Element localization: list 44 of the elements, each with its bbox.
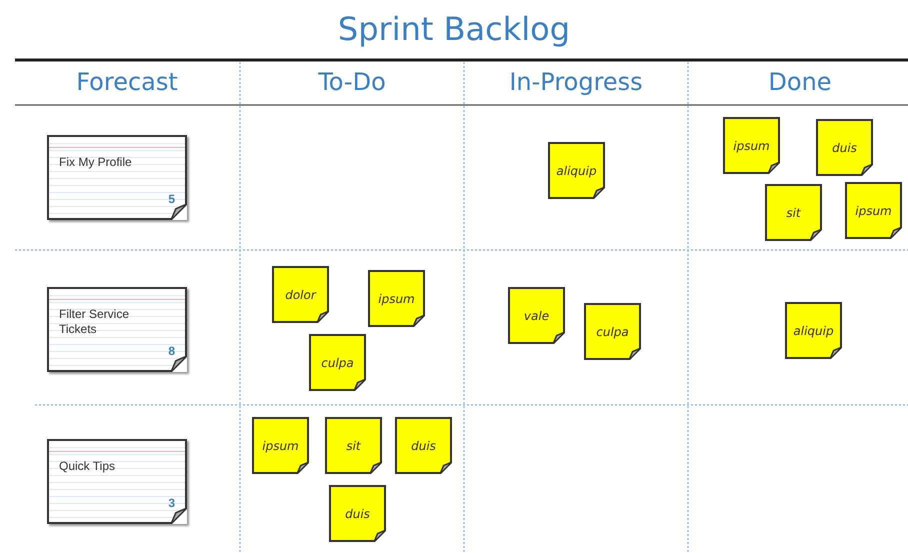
sticky-note: [252, 417, 309, 474]
story-title: Filter Service Tickets: [59, 307, 130, 337]
task-text: ipsum: [378, 292, 415, 306]
story-title: Quick Tips: [59, 459, 116, 474]
sticky-note: [548, 142, 605, 199]
sticky-note: [309, 334, 366, 391]
sticky-note: [816, 119, 873, 176]
task-text: duis: [411, 438, 436, 452]
story-points: 8: [168, 344, 175, 358]
task-text: duis: [832, 140, 857, 154]
sticky-note: [325, 417, 382, 474]
sticky-note: [329, 485, 386, 542]
task-text: aliquip: [793, 324, 834, 338]
sticky-note: [395, 417, 452, 474]
sticky-note: [584, 303, 641, 360]
story-points: 3: [168, 496, 175, 510]
task-text: ipsum: [733, 138, 770, 152]
sticky-note: [368, 270, 425, 327]
sticky-note: [272, 266, 329, 323]
task-text: culpa: [321, 356, 354, 370]
story-card: [47, 287, 187, 372]
story-title: Fix My Profile: [59, 155, 133, 170]
sticky-note: [785, 302, 842, 359]
column-header: To-Do: [317, 68, 387, 96]
task-text: aliquip: [556, 164, 597, 178]
story-points: 5: [168, 192, 175, 206]
story-card: [47, 135, 187, 220]
task-text: vale: [524, 308, 550, 322]
sticky-note: [508, 287, 565, 344]
task-text: ipsum: [262, 438, 299, 452]
sticky-note: [723, 117, 780, 174]
column-header: Forecast: [75, 68, 179, 96]
board-title: Sprint Backlog: [336, 10, 572, 48]
task-text: dolor: [285, 288, 316, 302]
task-text: sit: [346, 438, 361, 452]
column-header: Done: [767, 68, 833, 96]
task-text: sit: [786, 206, 801, 220]
sticky-note: [845, 182, 902, 239]
column-header: In-Progress: [508, 68, 644, 96]
task-text: duis: [345, 506, 370, 520]
story-card: [47, 439, 187, 524]
task-text: culpa: [596, 324, 629, 338]
task-text: ipsum: [855, 204, 892, 218]
sticky-note: [765, 184, 822, 241]
